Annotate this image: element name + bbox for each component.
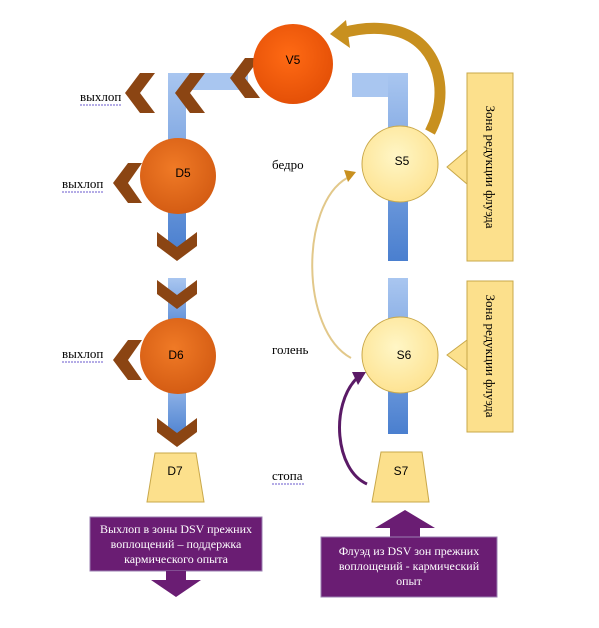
label-shin: голень xyxy=(272,342,309,357)
reduction-zone-label-1: Зона редукции флуэда xyxy=(483,105,498,228)
curved-arrow-s7-to-s6 xyxy=(338,376,368,486)
node-v5-circle[interactable] xyxy=(253,24,333,104)
left-bottom-box xyxy=(89,516,263,572)
curved-arrow-s6-to-s5 xyxy=(311,177,352,359)
chevron-down-icon xyxy=(157,280,197,309)
right-bottom-up-arrow-icon xyxy=(375,510,435,540)
node-v5-label: V5 xyxy=(286,53,301,67)
curved-arrow-s6-to-s5-head-icon xyxy=(344,170,356,182)
right-bottom-box-line3: опыт xyxy=(396,574,422,588)
node-s7-label: S7 xyxy=(394,464,409,478)
reduction-zone-box-2 xyxy=(466,280,514,433)
chevron-left-icon xyxy=(175,73,205,113)
left-bottom-box-line2: воплощений – поддержка xyxy=(111,537,242,551)
right-bottom-box-line2: воплощений - кармический xyxy=(339,559,480,573)
node-d5-label: D5 xyxy=(175,166,191,180)
node-s6-label: S6 xyxy=(397,348,412,362)
curved-arrow-s5-to-v5-head-icon xyxy=(330,20,350,48)
chevrons-group xyxy=(113,58,260,447)
chevron-left-icon xyxy=(113,163,142,203)
node-d6-circle[interactable] xyxy=(140,318,216,394)
chevron-down-icon xyxy=(157,418,197,447)
reduction-pointer-2-arrow-icon xyxy=(446,339,468,371)
reduction-zone-box-1 xyxy=(466,72,514,262)
node-s6-circle[interactable] xyxy=(361,316,439,394)
reduction-pointer-1-arrow-icon xyxy=(446,148,468,186)
chevron-left-icon xyxy=(230,58,260,98)
reduction-zone-label-2: Зона редукции флуэда xyxy=(483,294,498,417)
right-bottom-box xyxy=(320,536,498,598)
node-d7-trapezoid[interactable] xyxy=(146,452,205,503)
label-thigh: бедро xyxy=(272,157,304,172)
node-s5-label: S5 xyxy=(395,154,410,168)
node-s7-trapezoid[interactable] xyxy=(371,451,430,503)
exhaust-label-3: выхлоп xyxy=(62,346,103,361)
right-bottom-box-line1: Флуэд из DSV зон прежних xyxy=(339,544,479,558)
exhaust-label-2: выхлоп xyxy=(62,176,103,191)
left-bottom-down-arrow-icon xyxy=(151,571,201,597)
chevron-left-icon xyxy=(125,73,155,113)
curved-arrow-s7-to-s6-head-icon xyxy=(352,372,366,385)
chevron-down-icon xyxy=(157,232,197,261)
node-d5-circle[interactable] xyxy=(140,138,216,214)
node-s5-circle[interactable] xyxy=(361,125,439,203)
curved-arrow-s5-to-v5 xyxy=(340,22,446,135)
left-bottom-box-line1: Выхлоп в зоны DSV прежних xyxy=(100,522,252,536)
chevron-left-icon xyxy=(113,340,142,380)
node-d6-label: D6 xyxy=(168,348,184,362)
label-foot: стопа xyxy=(272,468,303,483)
left-bottom-box-line3: кармического опыта xyxy=(124,552,229,566)
exhaust-label-1: выхлоп xyxy=(80,89,121,104)
node-d7-label: D7 xyxy=(167,464,183,478)
